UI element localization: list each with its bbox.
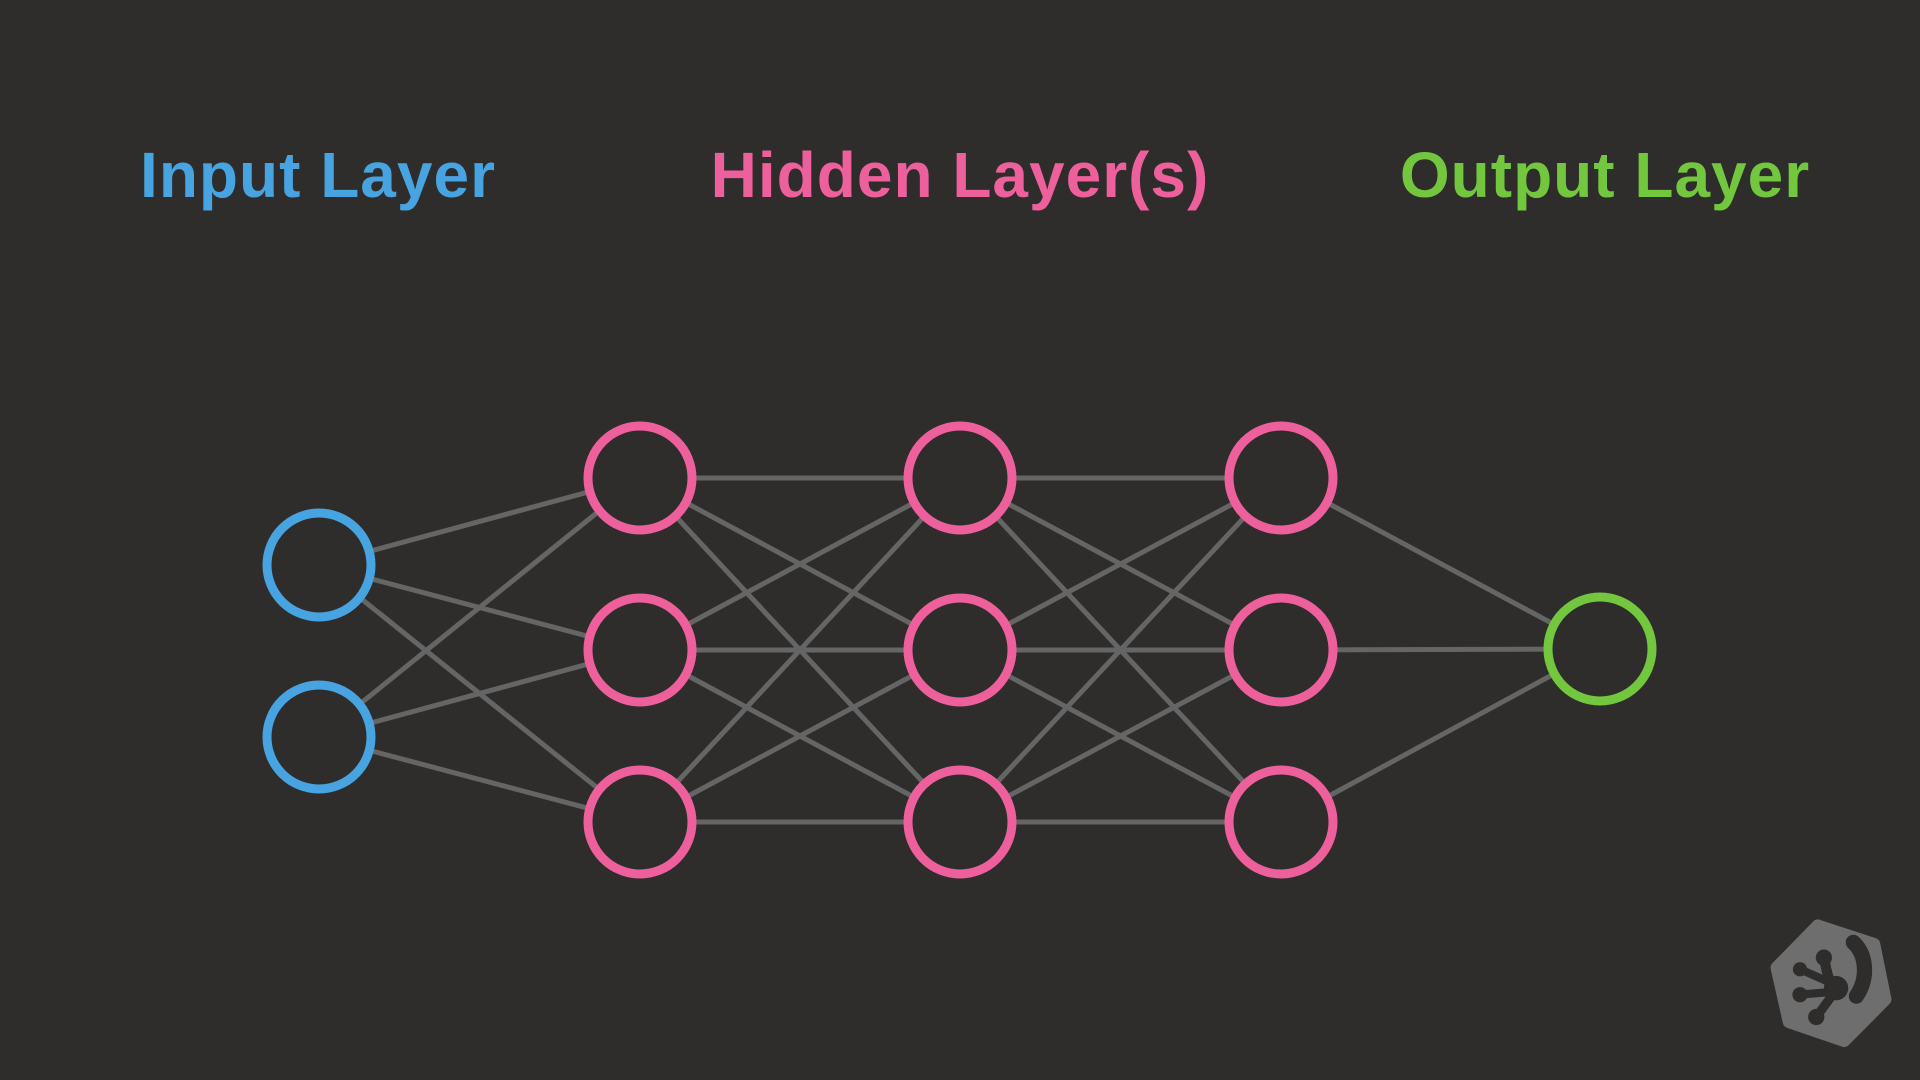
node-input-1 bbox=[262, 508, 376, 622]
edge-hidden-1-hidden-2 bbox=[638, 476, 962, 824]
node-hidden-3-1 bbox=[1224, 421, 1338, 535]
output-layer-label: Output Layer bbox=[1399, 139, 1811, 211]
node-hidden-3-2 bbox=[1224, 593, 1338, 707]
frog-foot-toe-up-tip bbox=[1815, 949, 1833, 966]
edge-input-hidden-1 bbox=[317, 476, 642, 739]
node-hidden-2-2 bbox=[903, 593, 1017, 707]
frog-foot-toe-upper-left bbox=[1799, 966, 1834, 987]
edge-hidden-2-hidden-3 bbox=[958, 475, 1283, 653]
edge-hidden-3-output bbox=[1279, 475, 1602, 652]
frog-foot-toe-down-tip bbox=[1808, 1008, 1825, 1026]
node-hidden-1-1 bbox=[583, 421, 697, 535]
frog-foot-toe-down bbox=[1814, 989, 1838, 1019]
frog-foot-thumb-crescent bbox=[1845, 934, 1873, 1004]
frog-foot-toe-left bbox=[1800, 988, 1834, 999]
node-input-2 bbox=[262, 680, 376, 794]
node-hidden-3-3 bbox=[1224, 765, 1338, 879]
frog-foot-toe-left-tip bbox=[1792, 987, 1808, 1003]
edge-hidden-2-hidden-3 bbox=[958, 476, 1283, 824]
edge-hidden-3-output bbox=[1279, 646, 1602, 825]
edge-hidden-1-hidden-2 bbox=[638, 647, 962, 825]
hexagon-frog-logo bbox=[1770, 919, 1892, 1048]
node-hidden-1-3 bbox=[583, 765, 697, 879]
edge-hidden-2-hidden-3 bbox=[958, 647, 1283, 825]
input-layer-label: Input Layer bbox=[140, 139, 496, 211]
hidden-layer-label: Hidden Layer(s) bbox=[710, 139, 1210, 211]
node-hidden-1-2 bbox=[583, 593, 697, 707]
logo-frog-foot-cutout bbox=[1792, 934, 1873, 1026]
frog-foot-toe-upper-left-tip bbox=[1792, 962, 1808, 977]
node-hidden-2-3 bbox=[903, 765, 1017, 879]
edge-hidden-1-hidden-2 bbox=[638, 475, 962, 653]
nodes bbox=[262, 421, 1657, 879]
node-hidden-2-1 bbox=[903, 421, 1017, 535]
node-output-1 bbox=[1543, 592, 1657, 706]
